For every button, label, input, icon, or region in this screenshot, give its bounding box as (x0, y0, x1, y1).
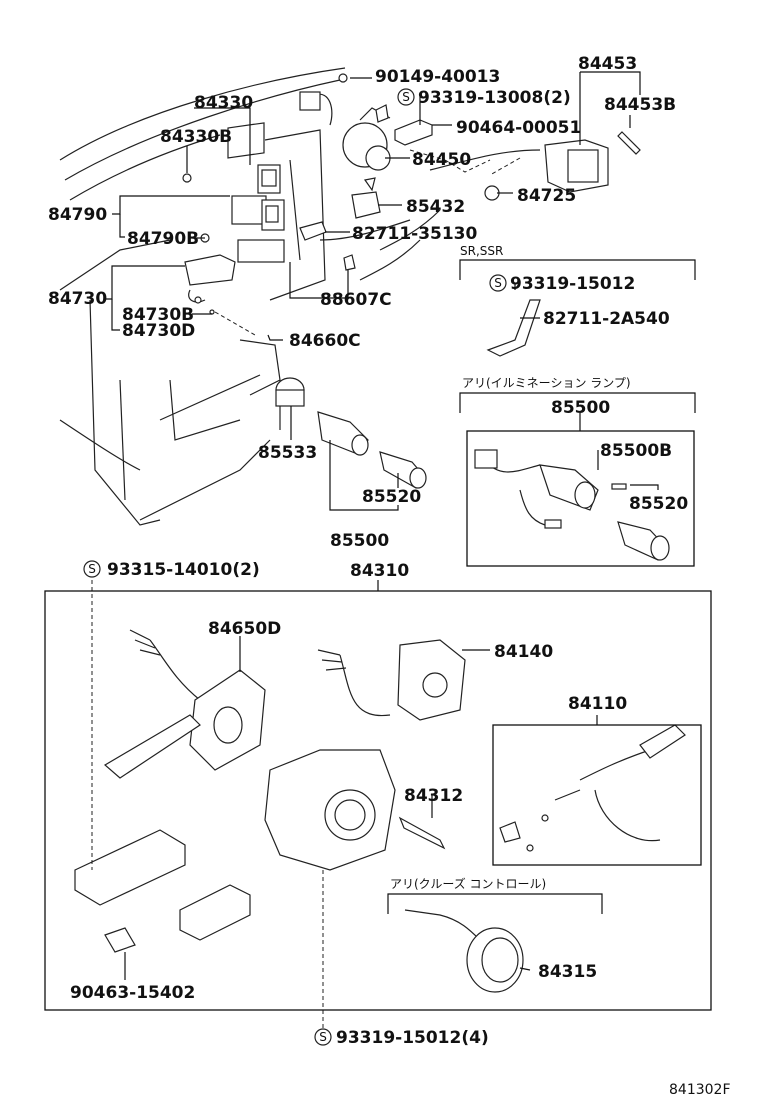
symbol-s-93319-13008: S (397, 88, 415, 106)
label-90463-15402: 90463-15402 (70, 983, 195, 1003)
symbol-s-93315: S (83, 560, 101, 578)
bracket-82711-2a540 (486, 299, 541, 357)
label-84725: 84725 (517, 186, 576, 206)
label-82711-2a540: 82711-2A540 (543, 309, 670, 329)
label-85500b: 85500B (600, 441, 672, 461)
svg-text:S: S (88, 562, 96, 576)
label-93319-15012: 93319-15012 (510, 274, 635, 294)
label-84790: 84790 (48, 205, 107, 225)
label-84140: 84140 (494, 642, 553, 662)
label-84730d: 84730D (122, 321, 195, 341)
part-82711-35130 (299, 221, 327, 241)
label-84312: 84312 (404, 786, 463, 806)
label-84315: 84315 (538, 962, 597, 982)
bulb-84725 (484, 185, 500, 201)
label-84650d: 84650D (208, 619, 281, 639)
switch-84140 (317, 639, 466, 721)
socket-85533 (275, 377, 305, 407)
lighter-85500 (317, 411, 369, 456)
leader-lines (106, 71, 659, 980)
part-85432 (351, 191, 381, 219)
label-84790b: 84790B (127, 229, 199, 249)
label-84453b: 84453B (604, 95, 676, 115)
lighter-plug-85520 (379, 451, 427, 489)
bracket-sr-ssr (459, 259, 696, 280)
bolt-90149 (338, 73, 348, 83)
label-90149-40013: 90149-40013 (375, 67, 500, 87)
label-85500-right: 85500 (551, 398, 610, 418)
label-85520-left: 85520 (362, 487, 421, 507)
clip-90463 (104, 927, 136, 953)
clip-88607C (343, 254, 356, 271)
switch-84730 (184, 254, 256, 336)
label-85432: 85432 (406, 197, 465, 217)
label-84110: 84110 (568, 694, 627, 714)
label-84330: 84330 (194, 93, 253, 113)
symbol-s-93319-15012: S (489, 274, 507, 292)
sensor-84315 (404, 909, 524, 993)
label-93315-14010: 93315-14010(2) (107, 560, 260, 580)
lighter-assembly-85500 (474, 449, 670, 561)
label-84730: 84730 (48, 289, 107, 309)
svg-text:S: S (402, 90, 410, 104)
label-93319-13008: 93319-13008(2) (418, 88, 571, 108)
label-93319-15012-4: 93319-15012(4) (336, 1028, 489, 1048)
ecu-module (74, 829, 251, 941)
label-85500-left: 85500 (330, 531, 389, 551)
symbol-s-93319-15012-4: S (314, 1028, 332, 1046)
label-84660c: 84660C (289, 331, 361, 351)
screw-84330B (182, 173, 192, 183)
label-84450: 84450 (412, 150, 471, 170)
bracket-illumination (459, 392, 696, 413)
dashed-lines (91, 149, 521, 1030)
label-84730b: 84730B (122, 305, 194, 325)
switch-84790 (231, 195, 285, 231)
switch-84450 (299, 91, 391, 192)
label-85533: 85533 (258, 443, 317, 463)
switch-84453 (544, 131, 641, 193)
label-82711-35130: 82711-35130 (352, 224, 478, 244)
label-84310: 84310 (350, 561, 409, 581)
svg-text:S: S (494, 276, 502, 290)
label-90464-00051: 90464-00051 (456, 118, 581, 138)
figure-code: 841302F (669, 1082, 731, 1098)
label-88607c: 88607C (320, 290, 392, 310)
note-illumination: アリ(イルミネーション ランプ) (462, 376, 631, 390)
switch-84330 (227, 122, 281, 194)
bracket-cruise (387, 893, 603, 914)
label-84453: 84453 (578, 54, 637, 74)
note-cruise: アリ(クルーズ コントロール) (390, 876, 546, 891)
lever-84110 (499, 724, 686, 852)
svg-text:S: S (319, 1030, 327, 1044)
label-85520-right: 85520 (629, 494, 688, 514)
label-84330b: 84330B (160, 127, 232, 147)
switch-84650D (103, 629, 266, 779)
clock-spring-84312 (264, 749, 446, 871)
assembly-box-84110 (492, 724, 702, 866)
note-sr-ssr: SR,SSR (460, 244, 503, 258)
switch-84660C (237, 239, 285, 263)
